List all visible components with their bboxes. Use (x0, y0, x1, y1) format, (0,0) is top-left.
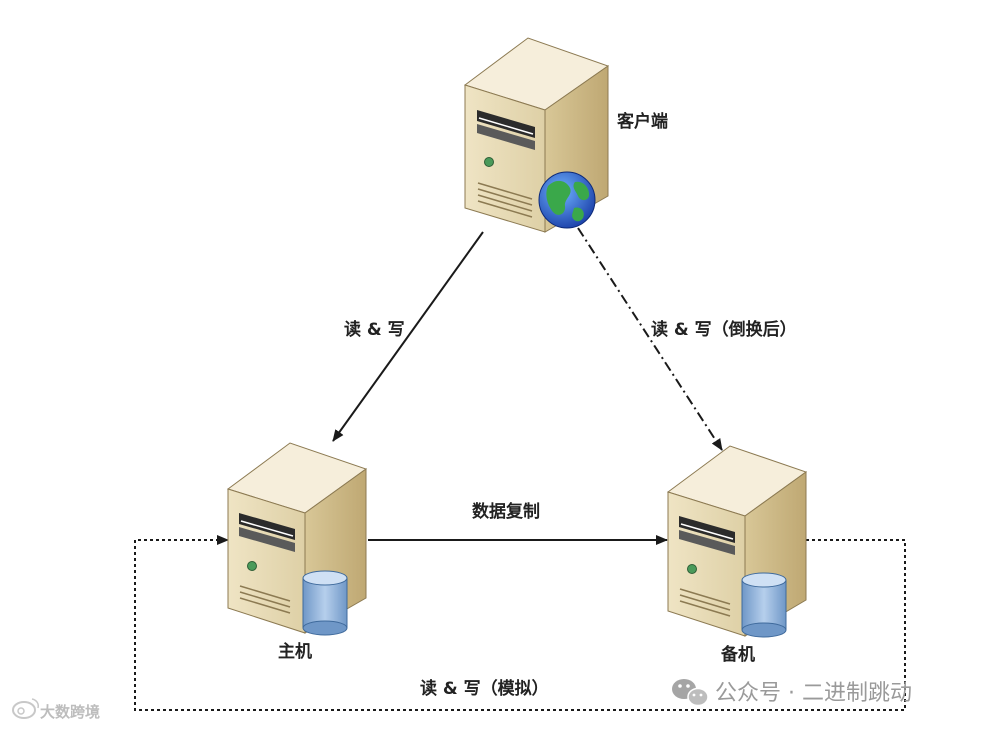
edge-label-client-primary: 读 & 写 (344, 319, 405, 340)
globe-icon (538, 171, 596, 229)
watermark-right-text: 公众号 · 二进制跳动 (715, 681, 912, 706)
edge-client-to-primary (332, 231, 484, 442)
edge-client-to-standby (577, 227, 723, 451)
edge-label-client-standby: 读 & 写（倒换后） (651, 319, 797, 340)
weibo-icon (12, 698, 39, 719)
client-label: 客户端 (616, 111, 668, 132)
database-icon (302, 570, 348, 636)
edge-standby-to-primary-loop (134, 535, 906, 711)
edge-label-simulated: 读 & 写（模拟） (420, 678, 549, 699)
database-icon (741, 572, 787, 638)
primary-label: 主机 (278, 641, 312, 662)
watermark-right: 公众号 · 二进制跳动 (672, 679, 912, 707)
standby-label: 备机 (720, 644, 755, 665)
watermark-left-text: 大数跨境 (40, 703, 100, 721)
wechat-icon (672, 679, 709, 707)
edge-label-replication: 数据复制 (472, 501, 540, 522)
watermark-left: 大数跨境 (12, 698, 100, 721)
